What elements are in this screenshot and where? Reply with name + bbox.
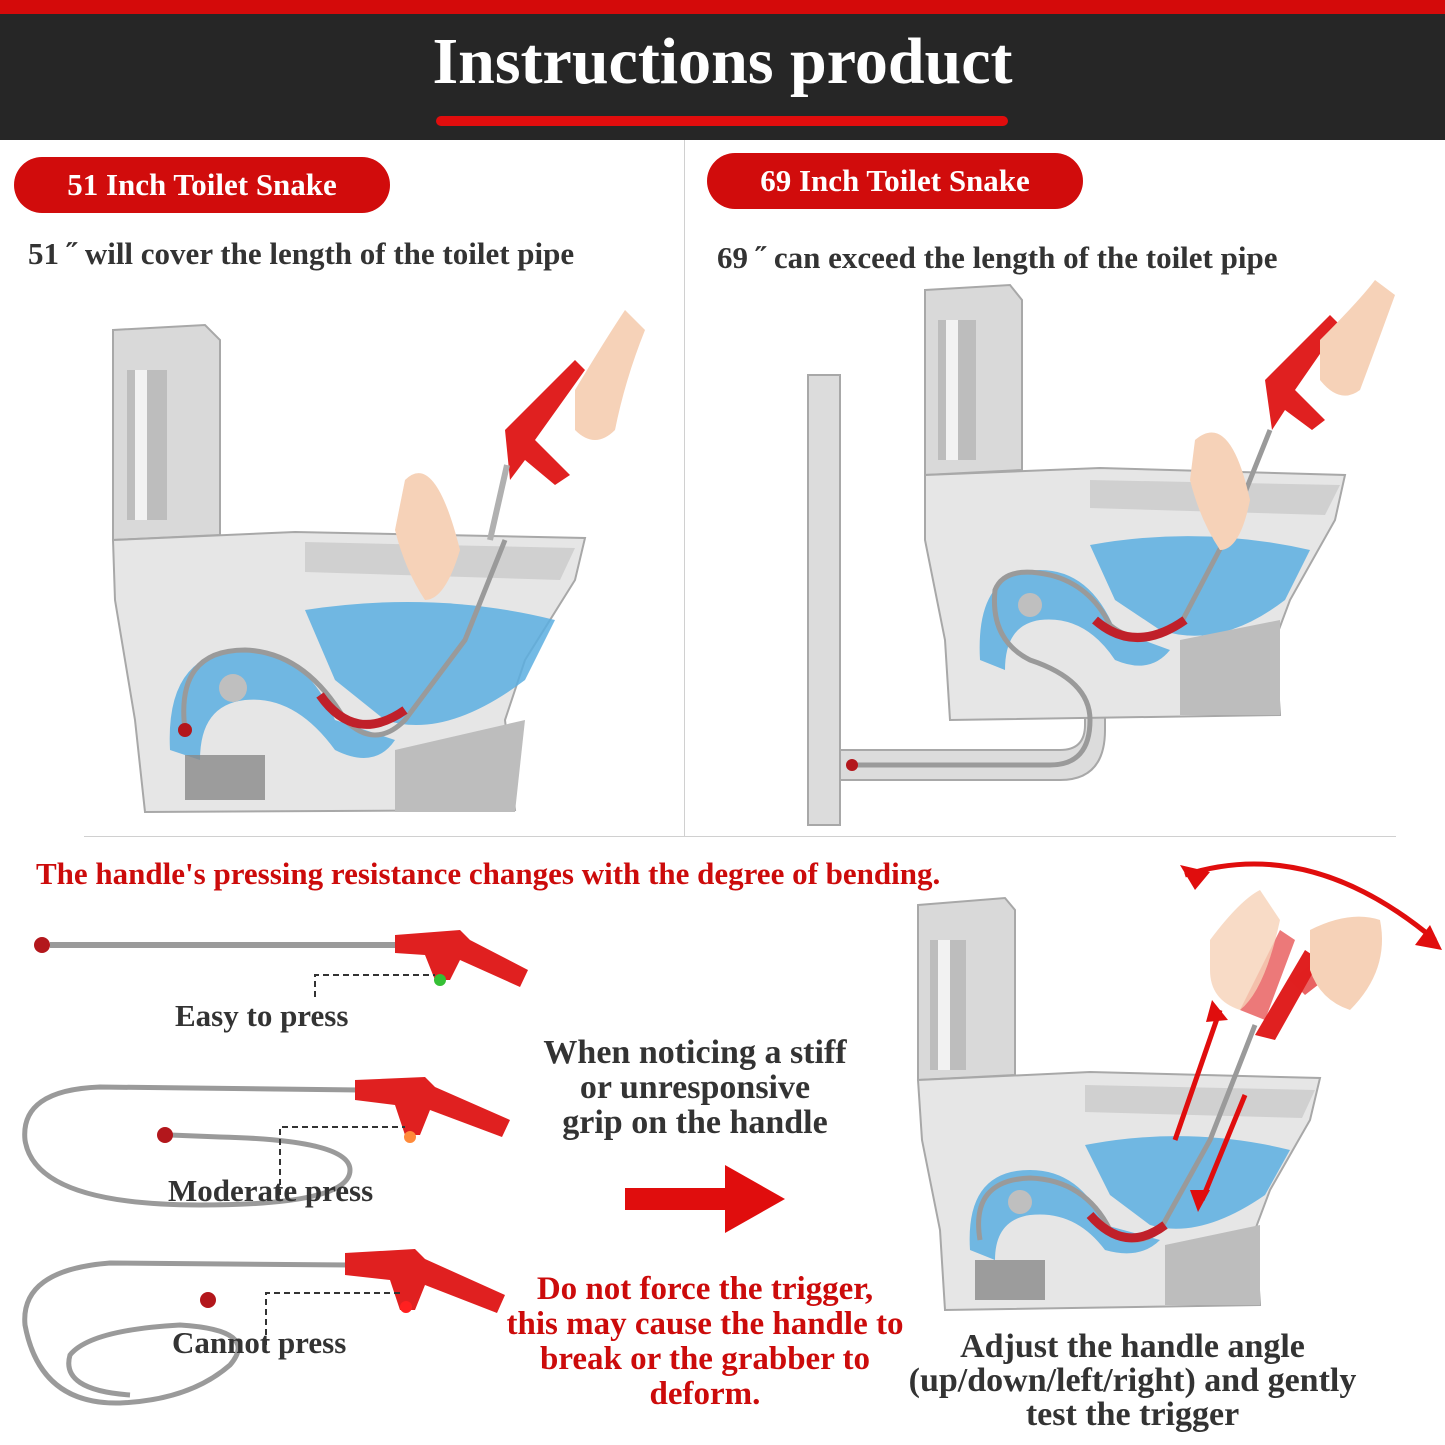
snake-tool-tight: [22, 1249, 505, 1406]
warning-line1: Do not force the trigger,: [536, 1271, 874, 1307]
snake-tool-straight: [34, 930, 528, 997]
badge-69-inch: 69 Inch Toilet Snake: [707, 153, 1083, 209]
top-accent-bar: [0, 0, 1445, 14]
press-label-cannot: Cannot press: [172, 1325, 347, 1360]
toilet-illustration-51: [111, 310, 645, 814]
warning-line4: deform.: [649, 1376, 761, 1412]
stiff-grip-note: When noticing a stiff or unresponsive gr…: [480, 1035, 910, 1140]
press-label-easy: Easy to press: [175, 998, 349, 1033]
stiff-note-line2: or unresponsive: [579, 1069, 811, 1106]
adjust-note-line2: (up/down/left/right) and gently: [908, 1362, 1357, 1399]
caption-69-inch: 69 ˝ can exceed the length of the toilet…: [717, 240, 1278, 275]
adjust-note: Adjust the handle angle (up/down/left/ri…: [860, 1330, 1405, 1432]
horizontal-divider: [84, 836, 1396, 837]
caption-51-inch: 51 ˝ will cover the length of the toilet…: [28, 236, 575, 271]
right-arrow-icon: [625, 1165, 785, 1233]
adjust-note-line1: Adjust the handle angle: [960, 1328, 1305, 1365]
stiff-note-line1: When noticing a stiff: [543, 1034, 847, 1071]
badge-51-inch: 51 Inch Toilet Snake: [14, 157, 390, 213]
press-label-moderate: Moderate press: [168, 1173, 374, 1208]
warning-note: Do not force the trigger, this may cause…: [470, 1272, 940, 1412]
page-title: Instructions product: [432, 25, 1013, 98]
warning-line2: this may cause the handle to: [506, 1306, 904, 1342]
title-underline: [436, 116, 1008, 126]
toilet-illustration-69: [807, 280, 1395, 826]
warning-line3: break or the grabber to: [540, 1341, 870, 1377]
snake-tool-moderate: [22, 1077, 510, 1208]
adjust-note-line3: test the trigger: [1025, 1396, 1240, 1433]
stiff-note-line3: grip on the handle: [562, 1104, 828, 1141]
toilet-adjust-illustration: [916, 861, 1442, 1312]
vertical-divider: [684, 140, 685, 836]
resistance-note: The handle's pressing resistance changes…: [36, 856, 941, 891]
